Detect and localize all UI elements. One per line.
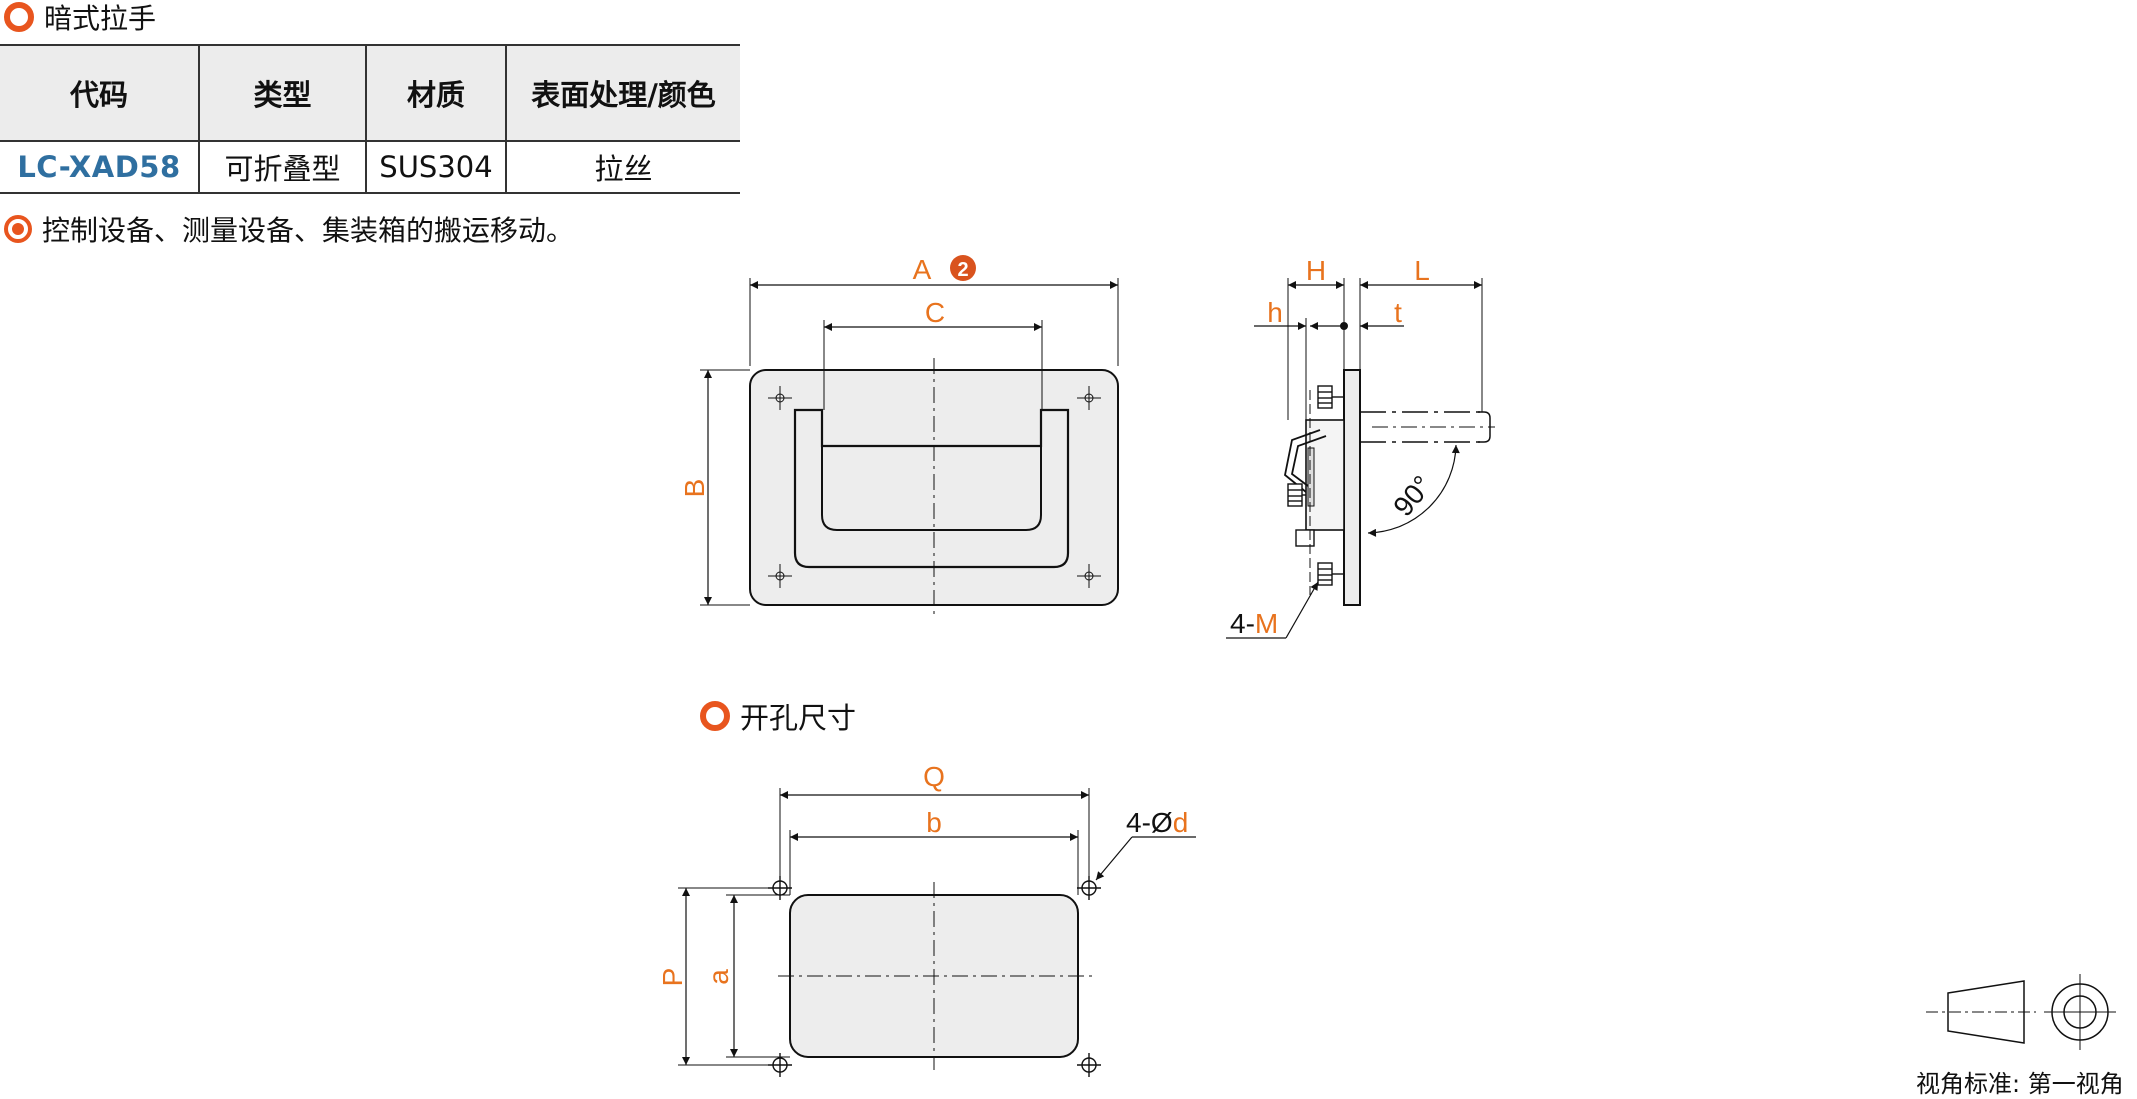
angle-arc	[1367, 444, 1460, 537]
label-h: H	[1306, 255, 1326, 286]
side-view	[1226, 278, 1495, 639]
label-b: B	[679, 479, 710, 498]
label-q: Q	[923, 761, 945, 792]
table-row: LC-XAD58 可折叠型 SUS304 拉丝	[0, 141, 740, 194]
label-l: L	[1414, 255, 1430, 286]
target-bullet-icon	[4, 215, 32, 243]
handle-bar	[821, 446, 1042, 531]
label-t: t	[1394, 297, 1402, 328]
dimension-dot	[1340, 322, 1348, 330]
usage-text: 控制设备、测量设备、集装箱的搬运移动。	[42, 214, 575, 247]
mount-leader	[1285, 581, 1319, 639]
label-h-small: h	[1267, 297, 1283, 328]
note-badge	[950, 255, 976, 281]
label-c: C	[925, 297, 945, 328]
label-hole: 4-Ød	[1126, 807, 1188, 838]
label-b-small: b	[926, 807, 942, 838]
label-a: A	[913, 254, 932, 285]
hole-leader	[1095, 836, 1133, 881]
cell-type: 可折叠型	[198, 141, 366, 194]
label-angle: 90°	[1387, 470, 1438, 522]
label-p: P	[657, 968, 688, 987]
projection-symbol-icon	[1926, 974, 2116, 1050]
side-plate	[1343, 369, 1361, 606]
cell-finish: 拉丝	[505, 141, 740, 194]
screw-marks	[768, 386, 1101, 588]
usage-line: 控制设备、测量设备、集装箱的搬运移动。	[4, 212, 575, 247]
label-a-small: a	[703, 969, 734, 985]
circle-bullet-icon	[4, 2, 34, 32]
cutout-title: 开孔尺寸	[700, 696, 856, 736]
header-finish: 表面处理/颜色	[505, 44, 740, 142]
label-mount-var: M	[1255, 608, 1278, 639]
view-standard-caption: 视角标准: 第一视角	[1916, 1070, 2124, 1098]
section-title-text: 暗式拉手	[44, 2, 157, 35]
label-hole-prefix: 4-Ø	[1126, 807, 1173, 838]
cell-code[interactable]: LC-XAD58	[0, 141, 199, 194]
note-number: 2	[957, 259, 968, 281]
header-code: 代码	[0, 44, 199, 142]
cutout-view	[678, 788, 1196, 1077]
table-header-row: 代码 类型 材质 表面处理/颜色	[0, 44, 740, 142]
label-hole-var: d	[1173, 807, 1189, 838]
cutout-title-text: 开孔尺寸	[740, 701, 857, 735]
label-mount-prefix: 4-	[1230, 608, 1255, 639]
header-material: 材质	[365, 44, 506, 142]
mount-holes	[768, 876, 1101, 1077]
front-view	[700, 278, 1119, 618]
cell-material: SUS304	[365, 141, 506, 194]
label-mount: 4-M	[1230, 608, 1278, 639]
spec-table: 代码 类型 材质 表面处理/颜色 LC-XAD58 可折叠型 SUS304 拉丝	[0, 44, 740, 194]
header-type: 类型	[198, 44, 366, 142]
circle-bullet-icon	[700, 701, 730, 731]
section-title: 暗式拉手	[4, 0, 157, 35]
handle-recess	[793, 408, 1070, 569]
